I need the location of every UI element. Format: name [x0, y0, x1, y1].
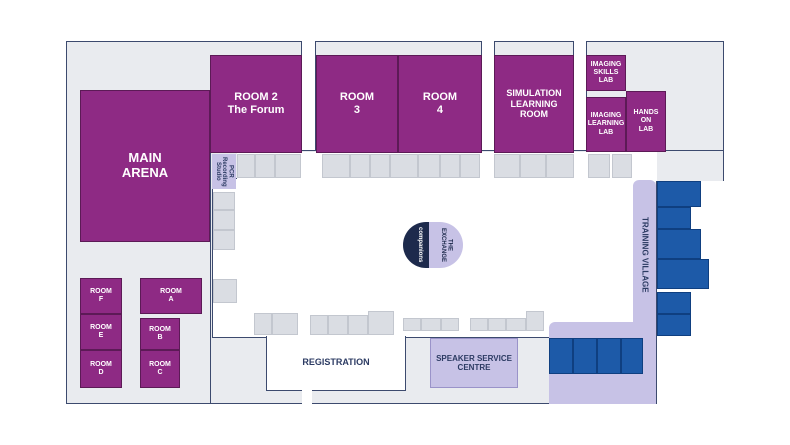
- booth[interactable]: [328, 315, 348, 335]
- booth[interactable]: [213, 210, 235, 230]
- room-3-label: ROOM 3: [339, 91, 375, 116]
- room-c-label: ROOM C: [149, 360, 171, 376]
- booth[interactable]: [348, 315, 368, 335]
- room-b-label: ROOM B: [149, 325, 171, 341]
- room-e-label: ROOM E: [90, 323, 112, 339]
- speaker-service-centre[interactable]: SPEAKER SERVICE CENTRE: [430, 338, 518, 388]
- booth[interactable]: [272, 313, 298, 335]
- booth[interactable]: [588, 154, 610, 178]
- training-booth[interactable]: [657, 259, 709, 289]
- booth[interactable]: [421, 318, 441, 331]
- booth[interactable]: [470, 318, 488, 331]
- pcr-recording-studio[interactable]: PCR Recording Studio: [212, 154, 236, 189]
- booth[interactable]: [526, 311, 544, 331]
- booth[interactable]: [310, 315, 328, 335]
- imaging-skills-lab[interactable]: IMAGING SKILLS LAB: [586, 55, 626, 91]
- booth[interactable]: [460, 154, 480, 178]
- imaging-skills-label: IMAGING SKILLS LAB: [590, 60, 622, 85]
- booth[interactable]: [255, 154, 275, 178]
- companions-label: companions: [417, 227, 423, 263]
- room-4[interactable]: ROOM 4: [398, 55, 482, 153]
- training-booth[interactable]: [657, 314, 691, 336]
- booth[interactable]: [322, 154, 350, 178]
- booth[interactable]: [612, 154, 632, 178]
- booth[interactable]: [213, 230, 235, 250]
- booth[interactable]: [213, 279, 237, 303]
- training-booth[interactable]: [621, 338, 643, 374]
- room-e[interactable]: ROOM E: [80, 314, 122, 350]
- booth[interactable]: [254, 313, 272, 335]
- room-c[interactable]: ROOM C: [140, 350, 180, 388]
- booth[interactable]: [488, 318, 506, 331]
- exchange-label: THE EXCHANGE: [440, 227, 453, 262]
- room-d[interactable]: ROOM D: [80, 350, 122, 388]
- exchange-logo[interactable]: THE EXCHANGE: [429, 222, 463, 268]
- imaging-learning-lab[interactable]: IMAGING LEARNING LAB: [586, 97, 626, 152]
- main-arena-label: MAIN ARENA: [121, 150, 169, 180]
- booth[interactable]: [494, 154, 520, 178]
- hands-on-lab[interactable]: HANDS ON LAB: [626, 91, 666, 152]
- booth[interactable]: [418, 154, 440, 178]
- booth[interactable]: [390, 154, 418, 178]
- room-f-label: ROOM F: [90, 287, 112, 303]
- training-booth[interactable]: [657, 292, 691, 314]
- booth[interactable]: [370, 154, 390, 178]
- booth[interactable]: [506, 318, 526, 331]
- registration-label: REGISTRATION: [302, 357, 370, 367]
- pcr-studio-label: PCR Recording Studio: [214, 156, 234, 187]
- hands-on-label: HANDS ON LAB: [633, 109, 659, 133]
- registration-area: [266, 336, 406, 391]
- room-3[interactable]: ROOM 3: [316, 55, 398, 153]
- booth[interactable]: [403, 318, 421, 331]
- room-d-label: ROOM D: [90, 360, 112, 376]
- room-b[interactable]: ROOM B: [140, 318, 180, 350]
- speaker-centre-label: SPEAKER SERVICE CENTRE: [436, 354, 512, 372]
- booth[interactable]: [546, 154, 574, 178]
- training-village-label: TRAINING VILLAGE: [640, 217, 650, 293]
- booth[interactable]: [520, 154, 546, 178]
- training-booth[interactable]: [657, 207, 691, 229]
- training-booth[interactable]: [597, 338, 621, 374]
- imaging-learning-label: IMAGING LEARNING LAB: [587, 112, 625, 136]
- simulation-learning-room[interactable]: SIMULATION LEARNING ROOM: [494, 55, 574, 153]
- room-2-forum[interactable]: ROOM 2 The Forum: [210, 55, 302, 153]
- room-a-label: ROOM A: [160, 287, 182, 303]
- booth[interactable]: [368, 311, 394, 335]
- booth[interactable]: [275, 154, 301, 178]
- entrance-gap: [302, 388, 312, 406]
- booth[interactable]: [213, 192, 235, 210]
- training-booth[interactable]: [657, 229, 701, 259]
- simulation-label: SIMULATION LEARNING ROOM: [506, 88, 562, 120]
- room-f[interactable]: ROOM F: [80, 278, 122, 314]
- booth[interactable]: [440, 154, 460, 178]
- main-arena[interactable]: MAIN ARENA: [80, 90, 210, 242]
- booth[interactable]: [441, 318, 459, 331]
- room-2-label: ROOM 2 The Forum: [227, 91, 285, 116]
- booth[interactable]: [350, 154, 370, 178]
- booth[interactable]: [237, 154, 255, 178]
- room-a[interactable]: ROOM A: [140, 278, 202, 314]
- training-booth[interactable]: [657, 181, 701, 207]
- training-booth[interactable]: [549, 338, 573, 374]
- training-booth[interactable]: [573, 338, 597, 374]
- room-4-label: ROOM 4: [422, 91, 458, 116]
